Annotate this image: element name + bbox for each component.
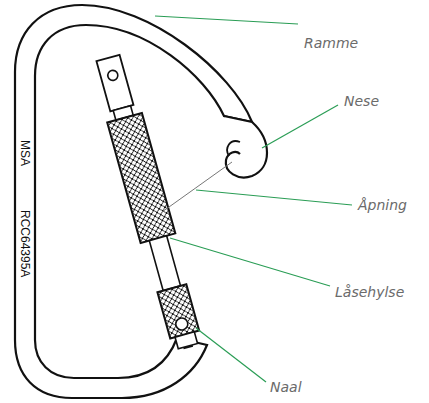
pin [174, 317, 189, 332]
gate [91, 53, 206, 352]
nose-notch [227, 141, 240, 156]
locking-sleeve [107, 113, 175, 243]
part-label: Nese [344, 94, 379, 108]
opening-line [162, 162, 232, 212]
part-label: Åpning [358, 198, 407, 212]
part-label: Naal [270, 380, 302, 394]
frame-marking: RCC64395A [19, 210, 31, 277]
lower-sleeve [157, 284, 199, 338]
leader-lines [155, 16, 352, 382]
part-label: Ramme [304, 36, 358, 50]
frame-marking: MSA [19, 140, 31, 166]
leader-line [262, 105, 338, 148]
leader-line [196, 190, 352, 205]
frame [15, 5, 252, 398]
part-label: Låsehylse [335, 285, 404, 299]
leader-line [155, 16, 298, 24]
leader-line [196, 328, 266, 382]
leader-line [170, 238, 330, 286]
nose [224, 116, 267, 177]
